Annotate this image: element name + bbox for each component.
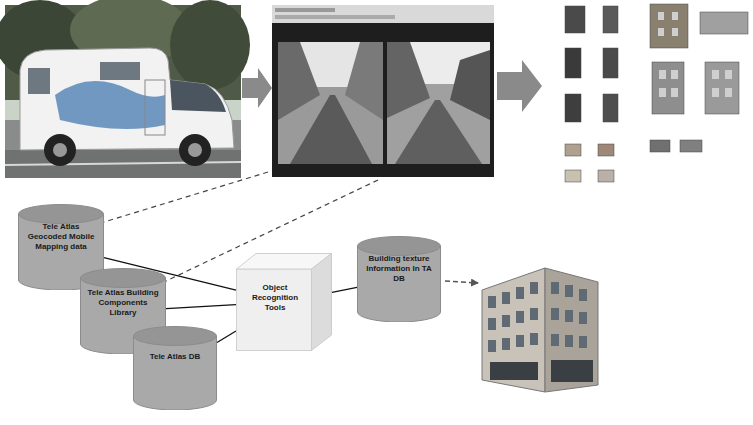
flow-arrow [242, 68, 272, 108]
cylinder-shape [133, 326, 217, 410]
node-label: Building texture Information In TA DB [363, 254, 435, 284]
node-label: Object Recognition Tools [242, 283, 308, 313]
screenshot [272, 5, 494, 177]
database-cylinder: Tele Atlas DB [133, 326, 217, 410]
node-label: Tele Atlas DB [139, 352, 211, 362]
texture-thumbnails [565, 4, 748, 182]
connector-line [332, 287, 357, 292]
dashed-arrow [445, 281, 478, 283]
node-label: Tele Atlas Geocoded Mobile Mapping data [24, 222, 98, 252]
dashed-leader [164, 180, 378, 282]
van-photo [0, 0, 250, 178]
flow-arrow [497, 60, 542, 112]
connector-line [217, 331, 236, 343]
node-label: Tele Atlas Building Components Library [86, 288, 160, 318]
building-render [482, 268, 598, 392]
dashed-leader [104, 172, 268, 222]
thumbnail-windows [658, 12, 732, 97]
database-cylinder: Building texture Information In TA DB [357, 236, 441, 322]
connector-line [166, 305, 236, 309]
tool-cube: Object Recognition Tools [236, 253, 332, 351]
